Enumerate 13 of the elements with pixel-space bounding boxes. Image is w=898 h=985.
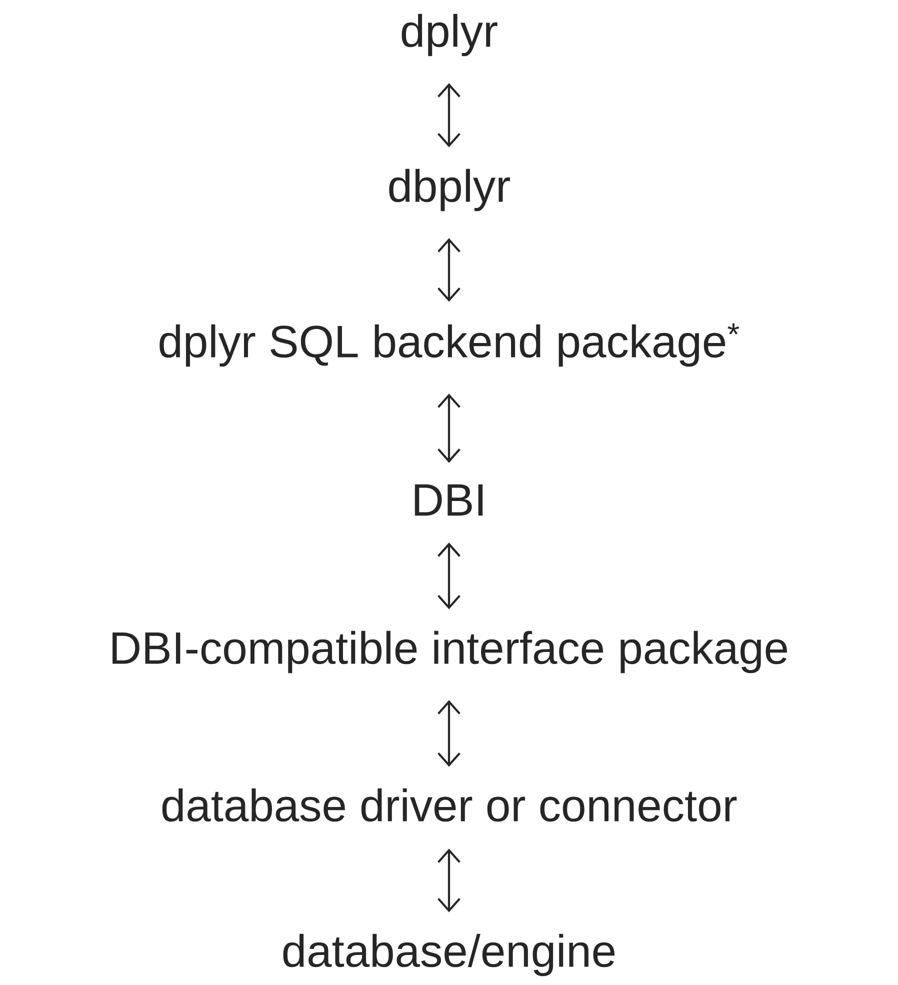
arrow <box>438 700 460 767</box>
node-label: database driver or connector <box>162 788 737 822</box>
node-label: dplyr <box>402 14 498 56</box>
arrow <box>438 238 460 302</box>
node-label: database/engine <box>283 934 615 976</box>
arrow <box>438 848 460 912</box>
arrow <box>438 542 460 610</box>
node-label: dplyr SQL backend package$^{*}$ <box>160 323 740 367</box>
arrow <box>438 83 460 148</box>
node-label: dbplyr <box>389 168 510 212</box>
node-label: DBI <box>414 484 483 516</box>
node-label: DBI-compatible interface package <box>112 630 788 674</box>
arrow <box>438 394 460 463</box>
